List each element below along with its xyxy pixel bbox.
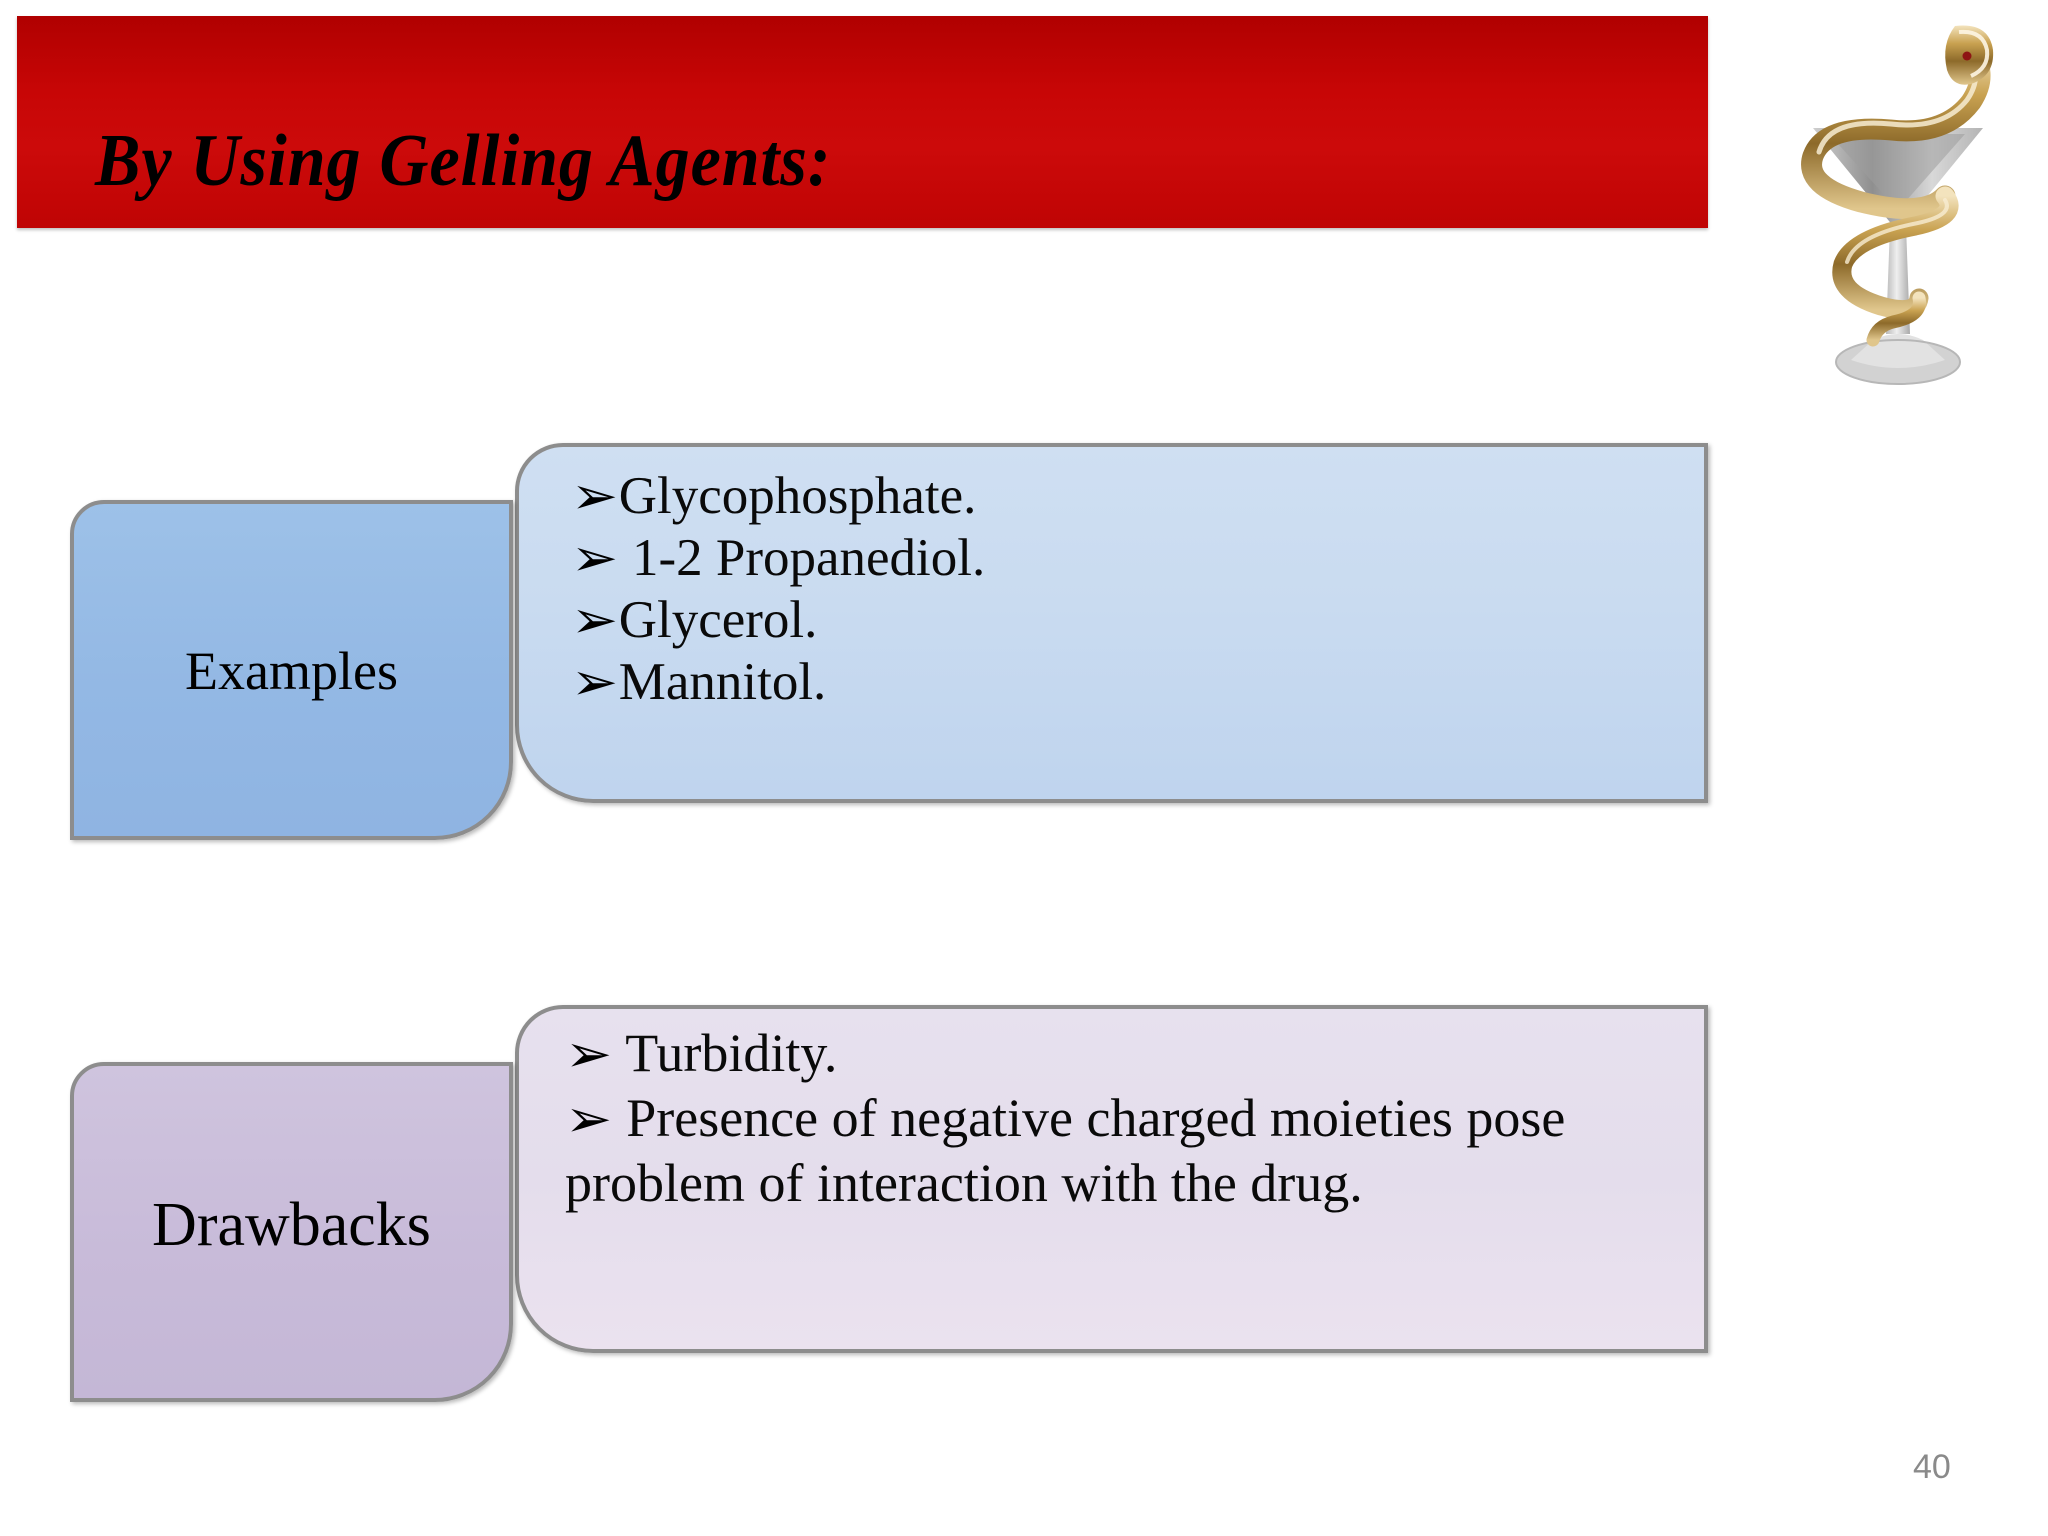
list-item-label: 1-2 Propanediol. (618, 529, 986, 587)
arrow-bullet-icon: ➢ (571, 589, 619, 650)
list-item: ➢Glycerol. (571, 589, 1680, 651)
drawbacks-bullet-list: ➢ Turbidity. ➢ Presence of negative char… (565, 1021, 1680, 1215)
list-item-label: Presence of negative charged moieties po… (565, 1087, 1579, 1213)
arrow-bullet-icon: ➢ (565, 1023, 613, 1084)
slide-title: By Using Gelling Agents: (95, 120, 832, 202)
list-item-label: Glycophosphate. (618, 467, 977, 525)
page-number: 40 (1913, 1448, 1951, 1486)
examples-bullet-list: ➢Glycophosphate. ➢ 1-2 Propanediol. ➢Gly… (571, 465, 1680, 713)
list-item-label: Turbidity. (612, 1023, 838, 1083)
arrow-bullet-icon: ➢ (571, 527, 619, 588)
arrow-bullet-icon: ➢ (565, 1087, 613, 1149)
list-item: ➢ Presence of negative charged moieties … (565, 1086, 1680, 1216)
examples-content-panel: ➢Glycophosphate. ➢ 1-2 Propanediol. ➢Gly… (515, 443, 1708, 803)
drawbacks-label-chip: Drawbacks (70, 1062, 513, 1402)
drawbacks-content-panel: ➢ Turbidity. ➢ Presence of negative char… (515, 1005, 1708, 1353)
arrow-bullet-icon: ➢ (571, 651, 619, 712)
list-item: ➢ 1-2 Propanediol. (571, 527, 1680, 589)
list-item: ➢Mannitol. (571, 651, 1680, 713)
bowl-of-hygieia-icon (1795, 10, 2025, 430)
examples-label: Examples (185, 641, 398, 701)
list-item: ➢ Turbidity. (565, 1021, 1680, 1086)
list-item-label: Mannitol. (618, 653, 827, 711)
arrow-bullet-icon: ➢ (571, 465, 619, 526)
list-item: ➢Glycophosphate. (571, 465, 1680, 527)
drawbacks-label: Drawbacks (152, 1191, 431, 1259)
examples-label-chip: Examples (70, 500, 513, 840)
list-item-label: Glycerol. (618, 591, 818, 649)
title-banner: By Using Gelling Agents: (17, 16, 1708, 228)
